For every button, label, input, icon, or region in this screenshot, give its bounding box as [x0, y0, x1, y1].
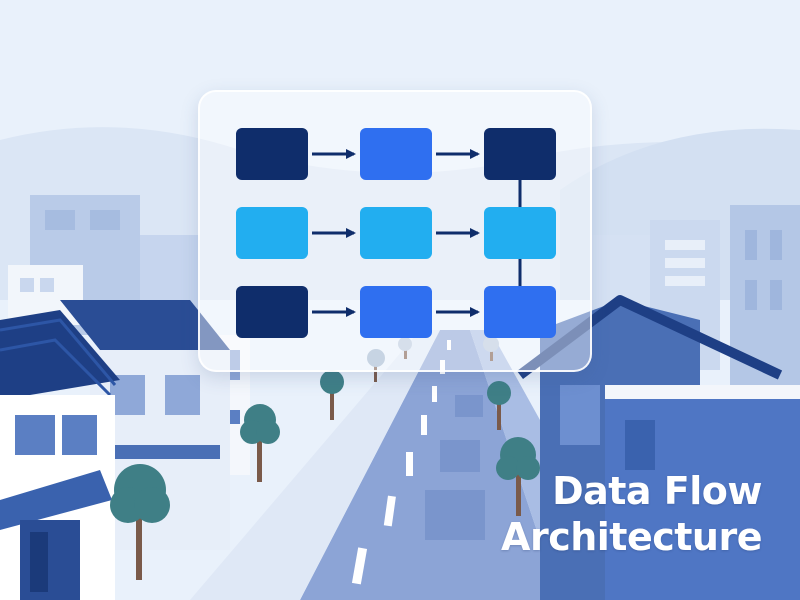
trees [110, 336, 540, 580]
right-buildings [517, 295, 800, 600]
flow-diagram [236, 128, 556, 338]
flow-node [360, 207, 432, 259]
flow-arrows [312, 149, 522, 317]
diagram-panel [198, 90, 592, 372]
flow-node [236, 128, 308, 180]
flow-node [236, 207, 308, 259]
headline: Data Flow Architecture [501, 468, 762, 560]
headline-line-2: Architecture [501, 515, 762, 559]
flow-node [360, 286, 432, 338]
flow-nodes [236, 128, 556, 338]
flow-node [484, 128, 556, 180]
headline-line-1: Data Flow [552, 469, 762, 513]
flow-node [236, 286, 308, 338]
flow-node [484, 286, 556, 338]
flow-node [484, 207, 556, 259]
left-houses [0, 300, 250, 600]
flow-node [360, 128, 432, 180]
